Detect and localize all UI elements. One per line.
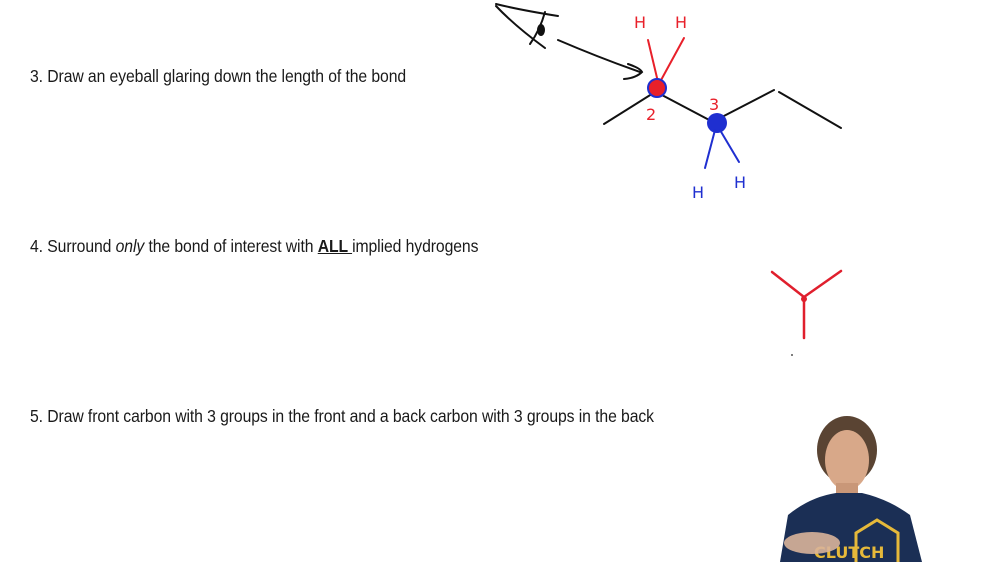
carbon-2-label: 2	[646, 105, 656, 124]
carbon-skeleton	[603, 89, 842, 129]
step-number: 4.	[30, 236, 43, 256]
front-h-label-2: H	[675, 13, 687, 32]
step-text: Draw an eyeball glaring down the length …	[47, 66, 407, 86]
step-number: 3.	[30, 66, 43, 86]
step-number: 5.	[30, 406, 43, 426]
step-emphasis: only	[115, 236, 145, 256]
step-strong: ALL	[317, 236, 353, 256]
back-h-label-1: H	[692, 183, 704, 202]
back-h-label-2: H	[734, 173, 746, 192]
eyeball-icon	[495, 3, 559, 49]
step-5-instruction: 5. Draw front carbon with 3 groups in th…	[30, 406, 654, 427]
step-3-instruction: 3. Draw an eyeball glaring down the leng…	[30, 66, 406, 87]
step-text: Draw front carbon with 3 groups in the f…	[47, 406, 654, 426]
step-text-before: Surround	[47, 236, 116, 256]
arrow-icon	[557, 39, 644, 80]
step-text-after: implied hydrogens	[352, 236, 479, 256]
presenter-video: CLUTCH	[780, 416, 922, 562]
carbon-3-label: 3	[709, 95, 719, 114]
step-text-middle: the bond of interest with	[144, 236, 318, 256]
step-4-instruction: 4. Surround only the bond of interest wi…	[30, 236, 478, 257]
carbon-3-marker	[707, 113, 727, 133]
front-h-label-1: H	[634, 13, 646, 32]
newman-front-carbon	[770, 269, 843, 340]
carbon-2-marker	[647, 78, 667, 98]
